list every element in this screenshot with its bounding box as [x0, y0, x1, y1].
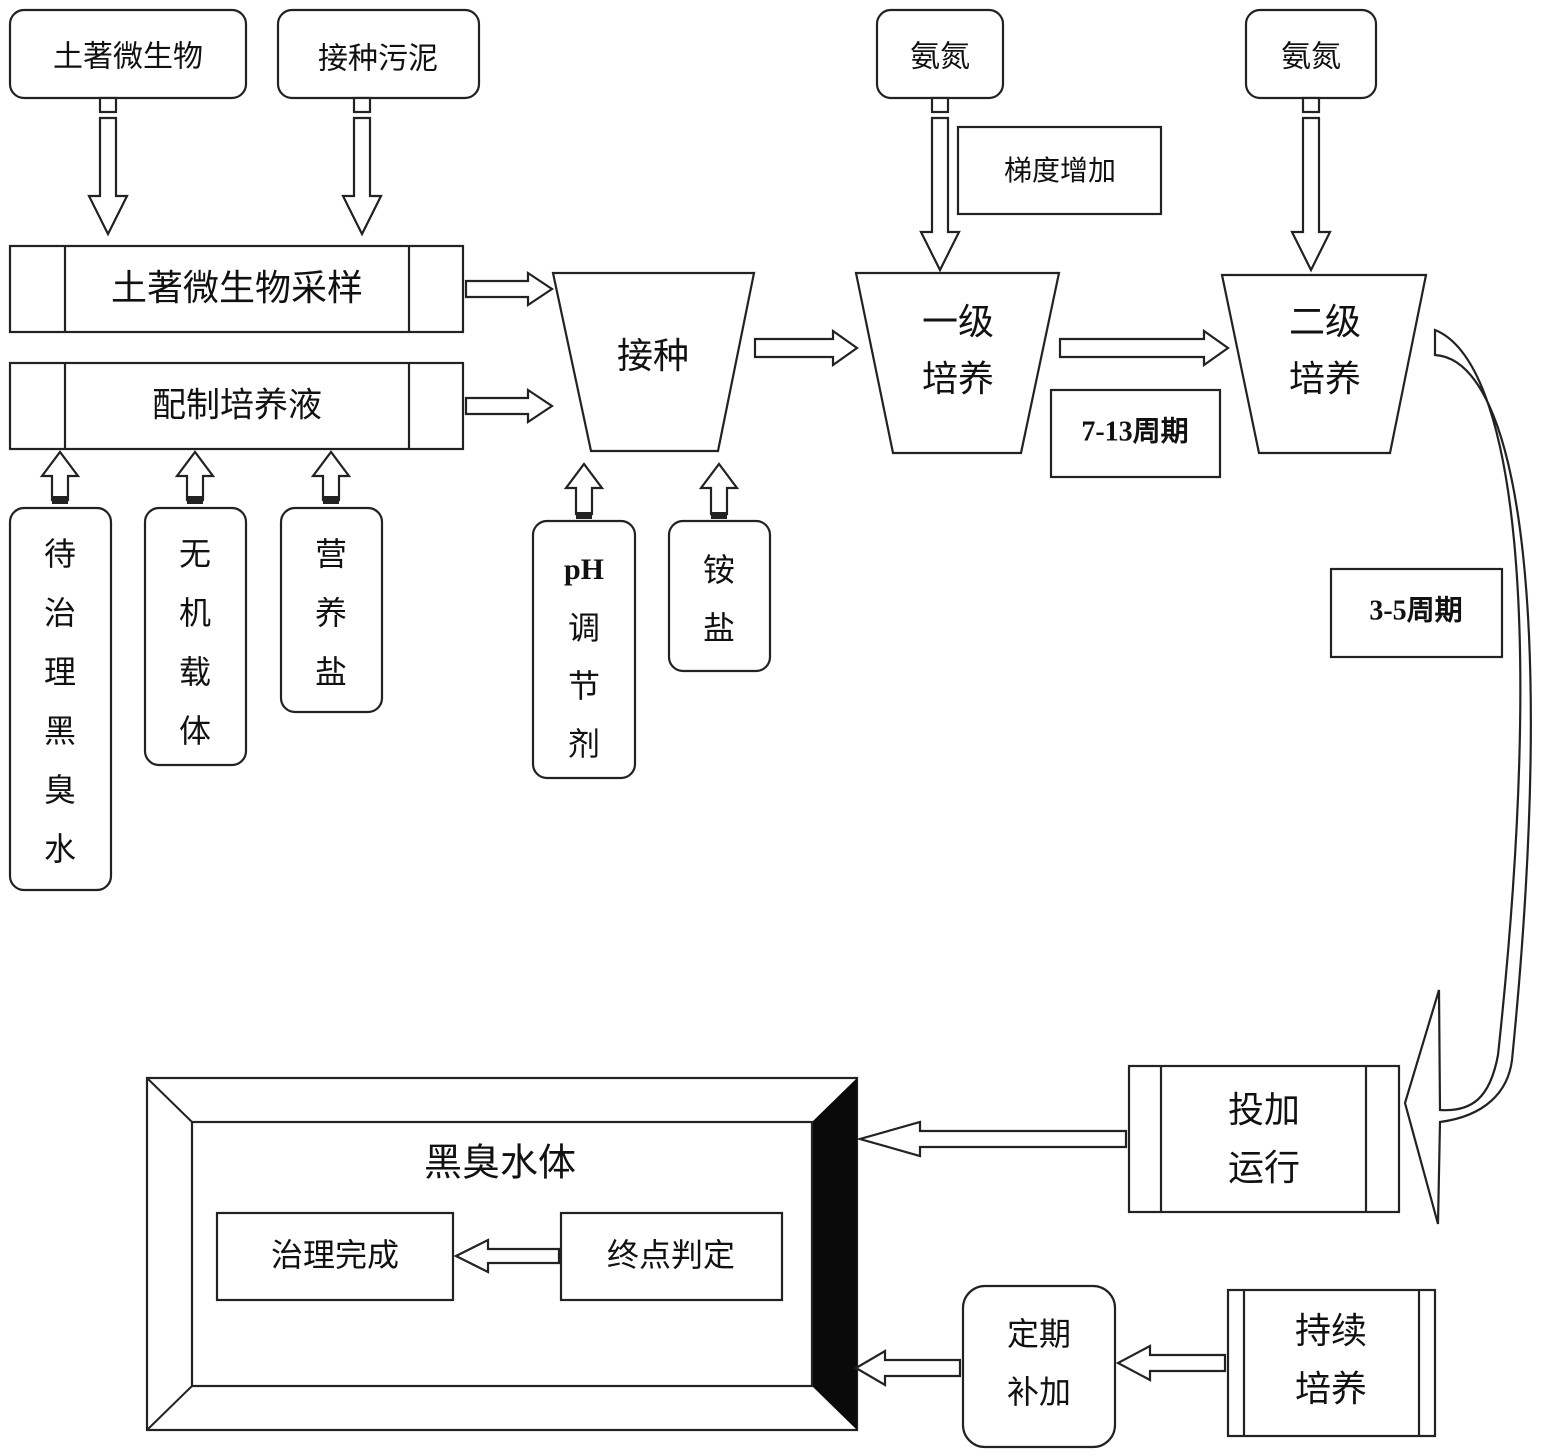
ammonia-label-stage2: 氨氮 [1281, 40, 1341, 75]
left-arrow-icon [453, 1238, 561, 1274]
ammonia-label-stage1: 氨氮 [910, 40, 970, 75]
stage2-label-line2: 培养 [1289, 359, 1361, 400]
up-arrow-icon [698, 462, 740, 516]
ammonium-salt-char: 盐 [703, 609, 735, 647]
replenish-box [961, 1284, 1117, 1449]
treatment-complete-label: 治理完成 [271, 1236, 399, 1274]
right-arrow-icon [1058, 328, 1230, 368]
indigenous-microbes-label: 土著微生物 [53, 40, 203, 75]
connector-nub [52, 496, 68, 504]
left-arrow-icon [853, 1349, 962, 1387]
inorganic-carrier-char: 无 [179, 535, 211, 573]
gradient-note-box [956, 125, 1163, 216]
dosing-box [1127, 1064, 1401, 1214]
inorganic-carrier-char: 体 [179, 712, 211, 750]
indigenous-microbes-box [8, 8, 248, 100]
continuous-culture-label-line2: 培养 [1295, 1369, 1367, 1410]
connector-nub [98, 96, 118, 114]
connector-nub [711, 512, 727, 519]
replenish-label-line2: 补加 [1007, 1373, 1071, 1411]
nutrient-salt-char: 营 [315, 535, 347, 573]
ph-regulator-char: 节 [568, 667, 600, 705]
down-arrow-icon [341, 116, 383, 237]
up-arrow-icon [174, 450, 216, 502]
up-arrow-icon [39, 450, 81, 502]
ph-regulator-char: pH [564, 553, 604, 586]
right-arrow-icon [464, 387, 554, 425]
black-odorous-water-char: 治 [44, 594, 76, 632]
connector-nub [930, 96, 950, 114]
water-body-title: 黑臭水体 [424, 1141, 576, 1185]
ph-regulator-box [531, 519, 637, 780]
stage2-label-line1: 二级 [1289, 302, 1361, 343]
down-arrow-icon [87, 116, 129, 237]
inorganic-carrier-char: 机 [179, 594, 211, 632]
up-arrow-icon [563, 462, 605, 516]
period-box-7-13 [1049, 388, 1222, 479]
ammonium-salt-char: 铵 [703, 551, 735, 589]
period-label-3-5: 3-5周期 [1369, 594, 1462, 626]
black-odorous-water-char: 水 [44, 830, 76, 868]
inoculation-sludge-label: 接种污泥 [318, 42, 438, 77]
period-label-7-13: 7-13周期 [1081, 415, 1188, 447]
black-odorous-water-box [8, 506, 113, 892]
connector-nub [576, 512, 592, 519]
stage1-label-line1: 一级 [922, 302, 994, 343]
endpoint-box [559, 1211, 784, 1302]
frame-bevel-line [146, 1385, 193, 1431]
prepare-medium-label: 配制培养液 [152, 386, 322, 426]
connector-nub [187, 496, 203, 504]
connector-nub [323, 496, 339, 504]
dosing-label-line2: 运行 [1228, 1148, 1300, 1189]
black-odorous-water-char: 待 [44, 535, 76, 573]
nutrient-salt-char: 养 [315, 594, 347, 632]
inoculation-vessel [551, 271, 756, 453]
period-box-3-5 [1329, 567, 1504, 659]
up-arrow-icon [310, 450, 352, 502]
left-arrow-icon [1115, 1344, 1227, 1382]
stage1-vessel [854, 271, 1061, 455]
nutrient-salt-char: 盐 [315, 653, 347, 691]
inoculation-sludge-box [276, 8, 481, 100]
treatment-complete-box [215, 1211, 455, 1302]
ph-regulator-char: 剂 [568, 725, 600, 763]
replenish-label-line1: 定期 [1007, 1315, 1071, 1353]
prepare-medium-box [8, 361, 465, 451]
gradient-note-label: 梯度增加 [1004, 154, 1116, 187]
inorganic-carrier-char: 载 [179, 653, 211, 691]
inorganic-carrier-box [143, 506, 248, 767]
stage1-label-line2: 培养 [922, 359, 994, 400]
left-arrow-icon [855, 1120, 1128, 1158]
black-odorous-water-char: 黑 [44, 712, 76, 750]
frame-bevel-line [146, 1077, 193, 1123]
stage2-vessel [1220, 273, 1428, 455]
sampling-label: 土著微生物采样 [111, 268, 363, 309]
black-odorous-water-char: 臭 [44, 771, 76, 809]
connector-nub [352, 96, 372, 114]
connector-nub [1301, 96, 1321, 114]
endpoint-label: 终点判定 [607, 1236, 735, 1274]
down-arrow-icon [1290, 116, 1332, 273]
black-odorous-water-char: 理 [44, 653, 76, 691]
down-arrow-icon [919, 116, 961, 273]
ph-regulator-char: 调 [568, 609, 600, 647]
dosing-label-line1: 投加 [1228, 1090, 1300, 1131]
right-arrow-icon [753, 328, 859, 368]
inoculation-label: 接种 [617, 336, 689, 377]
continuous-culture-label-line1: 持续 [1295, 1311, 1367, 1352]
nutrient-salt-box [279, 506, 384, 714]
right-arrow-icon [464, 270, 554, 308]
continuous-culture-box [1226, 1288, 1437, 1438]
ammonium-salt-box [667, 519, 772, 673]
sampling-box [8, 244, 465, 334]
frame-bevel-shadow [812, 1078, 857, 1430]
curved-arrow-icon [1403, 328, 1532, 1225]
